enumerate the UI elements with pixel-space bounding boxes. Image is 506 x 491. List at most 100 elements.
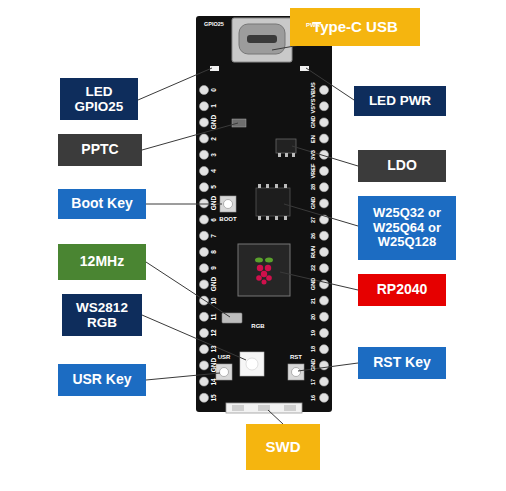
rst-button-cap [292, 368, 301, 377]
logo-berry [261, 271, 267, 277]
pin-pad [320, 312, 329, 321]
ldo-leg [285, 153, 288, 157]
pin-label: 7 [211, 234, 218, 238]
pin-pad [320, 296, 329, 305]
leader-line [306, 68, 354, 100]
logo-berry [262, 280, 267, 285]
chip-leg [275, 216, 278, 220]
usb-c-connector [232, 18, 292, 62]
pin-label: GND [211, 196, 218, 210]
pin-label: VSYS [311, 99, 317, 114]
ws2812-lens [246, 358, 258, 370]
pin-label: 18 [311, 346, 317, 352]
callout-text: Type-C USB [312, 19, 398, 36]
pin-pad [320, 329, 329, 338]
chip-leg [266, 216, 269, 220]
callout-text: 12MHz [80, 254, 124, 270]
logo-berry [265, 265, 271, 271]
pin-label: GND [211, 115, 218, 129]
pin-pad [320, 134, 329, 143]
pin-pad [200, 312, 209, 321]
pin-label: 16 [311, 395, 317, 401]
leader-lines [138, 45, 358, 424]
leader-line [138, 68, 212, 100]
pin-label: 0 [211, 88, 218, 92]
callout-box: LDO [358, 150, 446, 182]
pin-label: 28 [311, 184, 317, 190]
pin-pad [200, 231, 209, 240]
pin-pad [200, 215, 209, 224]
pin-pad [200, 167, 209, 176]
leader-line [284, 204, 358, 226]
pin-label: 8 [211, 250, 218, 254]
usb-c-shell [239, 24, 285, 54]
pin-pad [200, 329, 209, 338]
leader-line [142, 315, 246, 360]
ldo-leg [278, 153, 281, 157]
silkscreen-label: USR [218, 354, 231, 360]
silkscreen-label: GPIO25 [204, 22, 224, 28]
pin-pad [320, 86, 329, 95]
callout-box: WS2812 RGB [62, 294, 142, 336]
flash-legs [258, 184, 287, 220]
rst-button [288, 364, 304, 380]
boot-button-cap [224, 200, 233, 209]
boot-button [220, 196, 236, 212]
leader-line [298, 363, 358, 371]
leader-line [280, 272, 358, 290]
pin-label: 3V3 [311, 150, 317, 160]
chip-leg [258, 216, 261, 220]
usb-c-tongue [247, 35, 277, 43]
pin-label: GND [311, 359, 317, 371]
pin-label: RUN [311, 246, 317, 258]
chip-leg [258, 184, 261, 188]
pin-label: VBUS [311, 82, 317, 98]
pin-pad [200, 393, 209, 402]
pin-label: 9 [211, 266, 218, 270]
pin-label: 6 [211, 218, 218, 222]
callout-box: SWD [246, 424, 320, 470]
crystal-12mhz [222, 313, 242, 323]
pin-pad [320, 167, 329, 176]
ldo-leg [292, 153, 295, 157]
pin-pad [200, 248, 209, 257]
logo-berry [257, 265, 263, 271]
callout-box: PPTC [58, 134, 142, 166]
pptc-fuse [232, 119, 246, 127]
pin-label: 5 [211, 185, 218, 189]
pin-label: 13 [211, 346, 218, 353]
pin-pad [200, 134, 209, 143]
pin-label: 17 [311, 378, 317, 384]
chip-leg [275, 184, 278, 188]
pin-pad [320, 264, 329, 273]
callout-text: PPTC [81, 142, 118, 158]
leader-line [146, 262, 230, 317]
pin-pad [320, 199, 329, 208]
pin-pad [200, 86, 209, 95]
pin-label: GND [311, 116, 317, 128]
pin-pad [320, 361, 329, 370]
pin-pad [200, 345, 209, 354]
silkscreen-label: RST [290, 354, 302, 360]
callout-text: W25Q32 or W25Q64 or W25Q128 [362, 206, 452, 250]
callout-box: LED GPIO25 [60, 78, 138, 120]
pin-label: 22 [311, 265, 317, 271]
callout-text: LED GPIO25 [64, 84, 134, 114]
pin-label: GND [211, 277, 218, 291]
flash-chip [256, 188, 290, 216]
pin-pad [200, 199, 209, 208]
callout-box: Boot Key [58, 189, 146, 219]
leader-line [268, 410, 283, 424]
pin-pad [200, 118, 209, 127]
leader-line [146, 373, 220, 380]
right-pin-header [320, 86, 329, 403]
callout-text: Boot Key [71, 196, 132, 212]
chip-leg [266, 184, 269, 188]
logo-leaf [255, 258, 263, 263]
pin-pad [320, 393, 329, 402]
pin-label: 11 [211, 313, 218, 320]
pin-label: 14 [211, 378, 218, 385]
pin-label: EN [311, 135, 317, 143]
